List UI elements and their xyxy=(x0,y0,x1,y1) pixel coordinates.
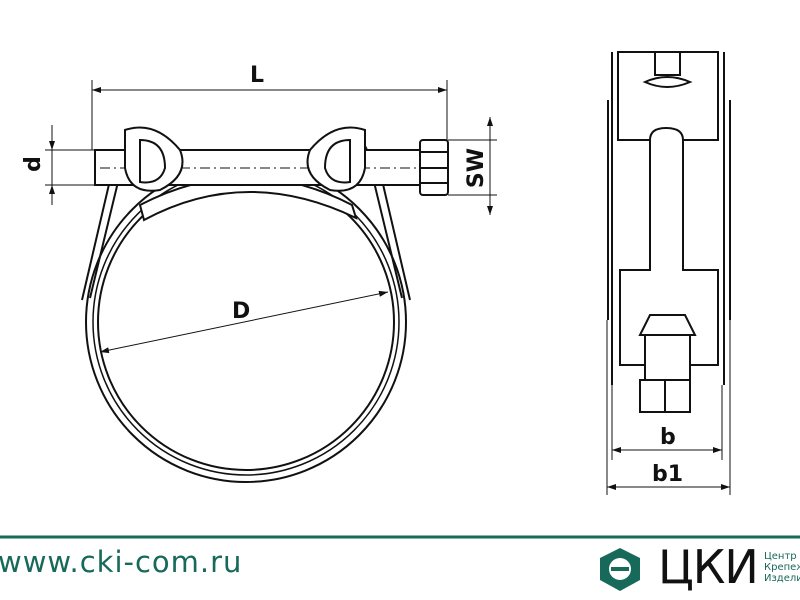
logo-hexagon-icon xyxy=(600,548,640,591)
label-D: D xyxy=(232,299,250,324)
label-b1: b1 xyxy=(652,462,683,487)
dim-D-line xyxy=(99,290,389,354)
brand-name: ЦКИ xyxy=(658,540,759,594)
brand-tagline: Центр Крепеж Издели xyxy=(764,551,800,584)
website-link[interactable]: www.cki-com.ru xyxy=(0,545,243,579)
label-SW: SW xyxy=(464,148,489,188)
tagline-line: Издели xyxy=(764,573,800,584)
label-L: L xyxy=(250,63,264,88)
tagline-line: Крепеж xyxy=(764,562,800,573)
bolt xyxy=(94,126,449,196)
tagline-line: Центр xyxy=(764,551,797,562)
label-b: b xyxy=(660,425,676,450)
label-d: d xyxy=(21,156,46,172)
side-view xyxy=(607,51,731,413)
